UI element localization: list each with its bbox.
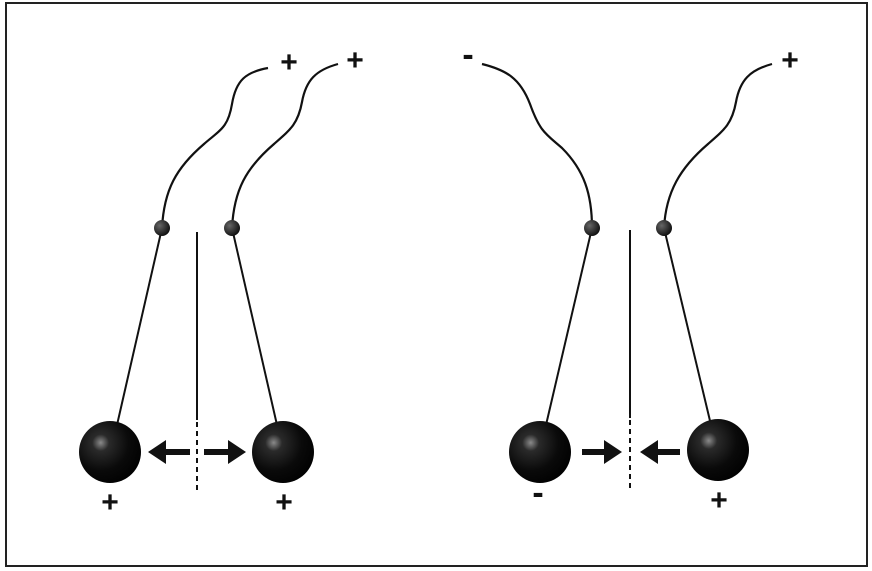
left-pair-wire-2-label: +	[346, 44, 364, 77]
right-pair-arrow-left	[640, 440, 680, 464]
right-pair-wire-1-label: -	[462, 36, 473, 74]
right-pair-string-2	[663, 227, 712, 426]
right-pair-string-1	[545, 227, 593, 426]
left-pair-wire-1	[160, 66, 269, 229]
right-pair-ball-2	[687, 419, 749, 481]
left-pair-ball-2-label: +	[275, 486, 293, 519]
right-pair-wire-2	[662, 62, 773, 229]
right-pair-arrow-right	[582, 440, 622, 464]
right-pair-ball-2-label: +	[710, 484, 728, 517]
right-pair-ball-1	[509, 421, 571, 483]
left-pair-ball-2	[252, 421, 314, 483]
left-pair-wire-2	[230, 62, 339, 229]
left-pair-pivot-1	[154, 220, 170, 236]
right-pair: - + - +	[462, 36, 798, 517]
right-pair-pivot-2	[656, 220, 672, 236]
right-pair-ball-1-label: -	[532, 474, 543, 512]
left-pair-ball-1-label: +	[101, 486, 119, 519]
left-pair-string-1	[116, 227, 163, 426]
left-pair-pivot-2	[224, 220, 240, 236]
left-pair-wire-1-label: +	[280, 46, 298, 79]
diagram-frame	[5, 2, 868, 567]
right-pair-pivot-1	[584, 220, 600, 236]
right-pair-wire-1	[481, 62, 594, 229]
left-pair-arrow-left	[148, 440, 190, 464]
left-pair: + + + +	[79, 44, 364, 519]
left-pair-ball-1	[79, 421, 141, 483]
left-pair-string-2	[231, 227, 278, 426]
right-pair-wire-2-label: +	[781, 44, 799, 77]
left-pair-arrow-right	[204, 440, 246, 464]
